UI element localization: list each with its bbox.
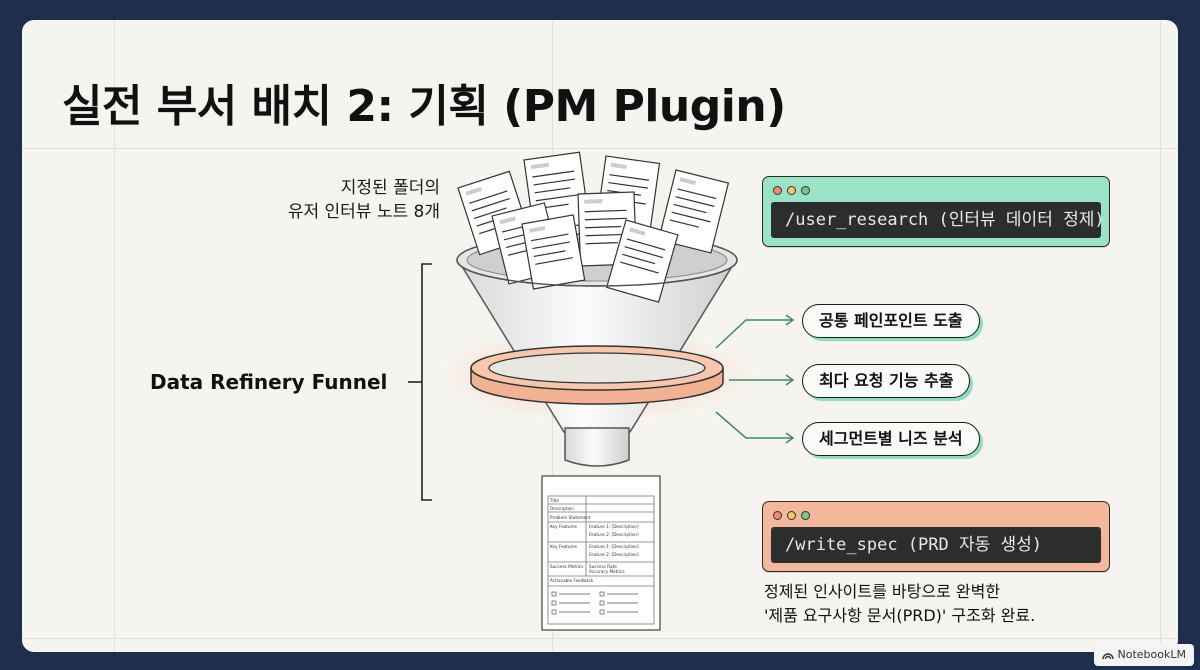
output-pill-pain-points: 공통 페인포인트 도출	[802, 304, 980, 338]
grid-line	[22, 638, 1178, 639]
prd-row-label: Description	[550, 506, 574, 511]
prd-row-label: Key Features	[550, 524, 577, 529]
funnel-label: Data Refinery Funnel	[150, 370, 388, 394]
grid-line	[114, 20, 115, 652]
input-caption-line: 유저 인터뷰 노트 8개	[287, 202, 440, 222]
minimize-dot-icon	[787, 185, 796, 195]
result-description: 정제된 인사이트를 바탕으로 완벽한 '제품 요구사항 문서(PRD)' 구조화…	[764, 580, 1035, 628]
minimize-dot-icon	[787, 510, 796, 520]
result-line: '제품 요구사항 문서(PRD)' 구조화 완료.	[764, 606, 1036, 625]
grid-line	[22, 148, 1178, 149]
result-line: 정제된 인사이트를 바탕으로 완벽한	[764, 582, 1001, 601]
prd-feature-item: Feature 2: [Description]	[589, 532, 639, 537]
prd-checkboxes	[551, 591, 638, 615]
slide: 실전 부서 배치 2: 기획 (PM Plugin) 지정된 폴더의 유저 인터…	[22, 20, 1178, 652]
note-doc	[521, 214, 586, 290]
funnel-spout	[564, 427, 630, 467]
output-pill-segment-needs: 세그먼트별 니즈 분석	[802, 422, 980, 456]
note-doc	[657, 169, 730, 254]
input-caption-line: 지정된 폴더의	[340, 178, 440, 198]
funnel-rim-front	[456, 259, 738, 287]
command-text: /write_spec (PRD 자동 생성)	[771, 527, 1101, 563]
prd-row-label: Problem Statement	[550, 515, 591, 520]
bracket	[408, 263, 432, 501]
prd-document: Title Description Problem Statement Key …	[541, 475, 661, 631]
slide-title: 실전 부서 배치 2: 기획 (PM Plugin)	[62, 81, 786, 132]
window-controls	[771, 183, 1101, 197]
close-dot-icon	[773, 185, 782, 195]
refinery-ring	[470, 345, 724, 405]
maximize-dot-icon	[801, 185, 810, 195]
notebooklm-logo-icon	[1101, 653, 1114, 660]
watermark-label: NotebookLM	[1117, 648, 1186, 661]
close-dot-icon	[773, 510, 782, 520]
prd-feature-item: Feature 1: [Description]	[589, 544, 639, 549]
maximize-dot-icon	[801, 510, 810, 520]
interview-notes	[457, 151, 730, 303]
terminal-write-spec: /write_spec (PRD 자동 생성)	[762, 501, 1110, 572]
note-doc	[605, 219, 679, 303]
prd-row-label: Actionable Feedback	[550, 578, 594, 583]
prd-row-label: Title	[549, 498, 559, 503]
command-text: /user_research (인터뷰 데이터 정제)	[771, 202, 1105, 238]
prd-feature-item: Feature 2: [Description]	[589, 552, 639, 557]
window-controls	[771, 508, 1101, 522]
prd-feature-item: Feature 1: [Description]	[589, 524, 639, 529]
prd-row-label: Key Features	[550, 544, 577, 549]
prd-metric-item: Success Rate	[589, 564, 617, 569]
funnel-illustration: Title Description Problem Statement Key …	[408, 151, 795, 631]
prd-row-label: Success Metrics	[550, 564, 583, 569]
output-pill-top-features: 최다 요청 기능 추출	[802, 364, 971, 398]
prd-metric-item: Accuracy Metrics	[589, 569, 625, 574]
terminal-user-research: /user_research (인터뷰 데이터 정제)	[762, 176, 1110, 247]
grid-line	[1160, 20, 1161, 652]
input-caption: 지정된 폴더의 유저 인터뷰 노트 8개	[250, 176, 440, 224]
notebooklm-watermark: NotebookLM	[1093, 644, 1194, 666]
output-arrows	[715, 314, 795, 444]
